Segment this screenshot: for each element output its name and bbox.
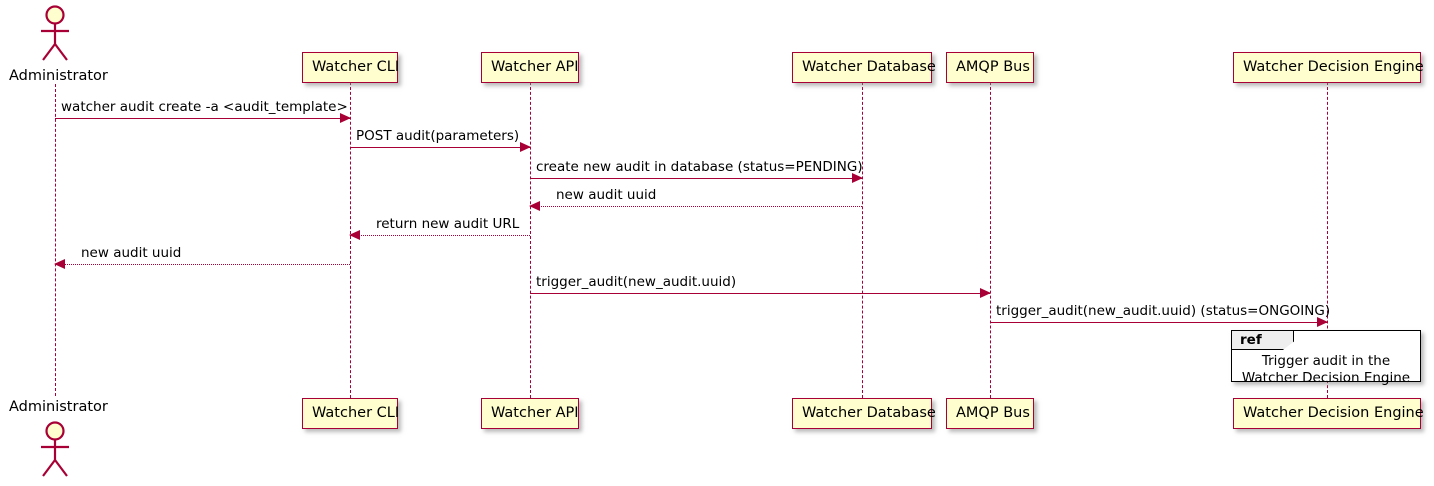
message-label-5: return new audit URL xyxy=(376,216,520,232)
actor-label-bottom: Administrator xyxy=(9,399,108,415)
actor-stick-figure-icon xyxy=(41,421,69,477)
arrowhead-right-icon xyxy=(980,288,991,298)
lifeline-watcher-database xyxy=(862,82,863,398)
message-line-3 xyxy=(530,178,862,179)
message-line-1 xyxy=(55,118,350,119)
participant-amqp-bus-bottom[interactable]: AMQP Bus xyxy=(946,398,1034,429)
message-label-8: trigger_audit(new_audit.uuid) (status=ON… xyxy=(996,303,1331,319)
message-line-6 xyxy=(55,264,350,265)
actor-head-icon-bottom xyxy=(29,420,81,478)
message-line-8 xyxy=(990,322,1327,323)
message-label-7: trigger_audit(new_audit.uuid) xyxy=(536,274,737,290)
participant-watcher-cli-top[interactable]: Watcher CLI xyxy=(302,52,399,83)
participant-watcher-cli-bottom[interactable]: Watcher CLI xyxy=(302,398,399,429)
participant-amqp-bus-top[interactable]: AMQP Bus xyxy=(946,52,1034,83)
message-label-2: POST audit(parameters) xyxy=(356,128,520,144)
message-label-4: new audit uuid xyxy=(556,187,657,203)
participant-watcher-api-top[interactable]: Watcher API xyxy=(481,52,579,83)
ref-fragment-line-1: Trigger audit in the xyxy=(1261,353,1391,369)
arrowhead-right-icon xyxy=(340,113,351,123)
lifeline-watcher-decision-engine xyxy=(1327,82,1328,398)
arrowhead-left-icon xyxy=(349,230,360,240)
message-label-3: create new audit in database (status=PEN… xyxy=(536,159,863,175)
participant-watcher-database-top[interactable]: Watcher Database xyxy=(792,52,936,83)
lifeline-watcher-api xyxy=(530,82,531,398)
arrowhead-right-icon xyxy=(520,142,531,152)
participant-watcher-decision-engine-bottom[interactable]: Watcher Decision Engine xyxy=(1233,398,1424,429)
actor-stick-figure-icon xyxy=(41,5,69,61)
message-label-6: new audit uuid xyxy=(81,245,182,261)
participant-watcher-database-bottom[interactable]: Watcher Database xyxy=(792,398,936,429)
ref-fragment-body: Trigger audit in the Watcher Decision En… xyxy=(1232,353,1420,387)
arrowhead-right-icon xyxy=(852,173,863,183)
participant-watcher-api-bottom[interactable]: Watcher API xyxy=(481,398,579,429)
actor-head-icon xyxy=(29,4,81,62)
message-line-5 xyxy=(350,235,530,236)
message-line-2 xyxy=(350,147,530,148)
message-label-1: watcher audit create -a <audit_template> xyxy=(61,99,348,115)
ref-fragment-line-2: Watcher Decision Engine xyxy=(1241,370,1411,386)
ref-fragment: ref Trigger audit in the Watcher Decisio… xyxy=(1231,330,1421,386)
participant-watcher-decision-engine-top[interactable]: Watcher Decision Engine xyxy=(1233,52,1424,83)
lifeline-amqp-bus xyxy=(990,82,991,398)
arrowhead-left-icon xyxy=(529,201,540,211)
actor-label-top: Administrator xyxy=(9,68,108,84)
lifeline-watcher-cli xyxy=(350,82,351,398)
lifeline-administrator xyxy=(55,84,56,396)
ref-fragment-tag: ref xyxy=(1232,331,1294,350)
message-line-4 xyxy=(530,206,862,207)
message-line-7 xyxy=(530,293,990,294)
arrowhead-right-icon xyxy=(1317,317,1328,327)
arrowhead-left-icon xyxy=(54,259,65,269)
